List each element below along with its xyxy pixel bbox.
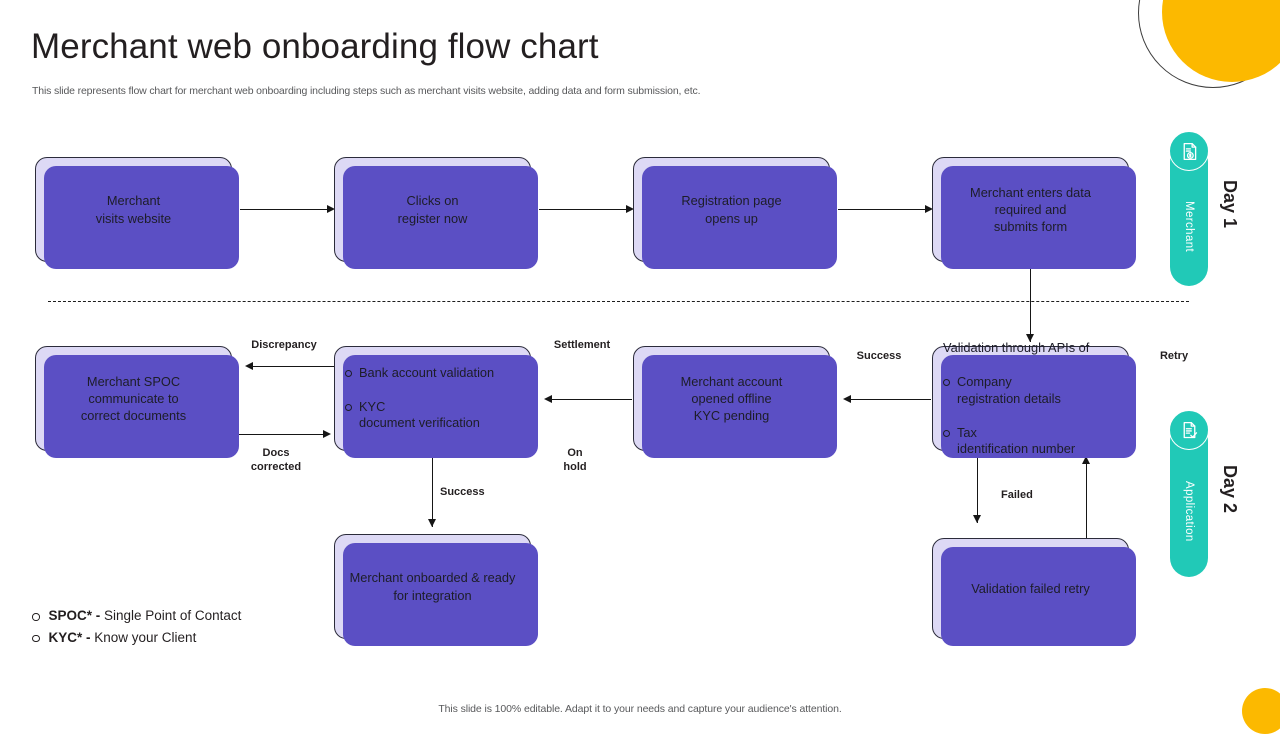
arrowhead-up xyxy=(1082,456,1090,464)
connector-success-down xyxy=(432,451,434,527)
connector-settlement xyxy=(552,399,632,401)
node-merchant-onboarded[interactable]: Merchant onboarded & ready for integrati… xyxy=(334,534,538,646)
bullet-item: Tax identification number xyxy=(943,425,1118,459)
edge-label-success-left: Success xyxy=(856,350,902,362)
legend-item-spoc: SPOC* - Single Point of Contact xyxy=(32,605,241,627)
node-label: Merchant enters data required and submit… xyxy=(970,184,1091,234)
footer-note: This slide is 100% editable. Adapt it to… xyxy=(438,703,842,715)
bullet-marker xyxy=(943,378,950,386)
edge-label-docs-corrected: Docs corrected xyxy=(250,447,302,473)
node-bank-account-kyc-validation[interactable]: Bank account validation KYC document ver… xyxy=(334,346,538,458)
connector-enters-data-to-validation xyxy=(1030,262,1032,342)
document-check-icon-glyph xyxy=(1183,421,1197,438)
bullet-text: KYC document verification xyxy=(359,398,480,431)
lane-application: Application xyxy=(1169,410,1209,577)
arrowhead-down xyxy=(973,515,981,523)
arrowhead-right xyxy=(327,205,335,213)
node-label: Merchant account opened offline KYC pend… xyxy=(680,373,783,423)
bullet-text: Tax identification number xyxy=(957,424,1076,457)
connector-clicks-to-registration xyxy=(539,209,627,211)
bullet-text: Company registration details xyxy=(957,373,1061,406)
node-label: Registration page opens up xyxy=(681,193,782,226)
day-label-2: Day 2 xyxy=(1220,465,1240,514)
node-label: Merchant visits website xyxy=(95,193,172,226)
legend-dash: - xyxy=(92,608,105,623)
node-label: Merchant SPOC communicate to correct doc… xyxy=(80,373,187,423)
node-clicks-on-register-now[interactable]: Clicks on register now xyxy=(334,157,538,269)
node-label: Bank account validation KYC document ver… xyxy=(335,348,530,450)
connector-discrepancy xyxy=(253,366,335,368)
page-title: Merchant web onboarding flow chart xyxy=(31,27,599,66)
node-validation-through-apis[interactable]: Validation through APIs of Company regis… xyxy=(932,340,1136,458)
bullet-marker xyxy=(32,634,40,643)
edge-label-on-hold: On hold xyxy=(563,447,587,473)
invoice-dollar-icon-glyph xyxy=(1183,142,1196,160)
node-registration-page-opens[interactable]: Registration page opens up xyxy=(633,157,837,269)
node-validation-failed-retry[interactable]: Validation failed retry xyxy=(932,538,1136,646)
arrowhead-right xyxy=(323,430,331,438)
bullet-item: KYC document verification xyxy=(345,399,520,433)
bullet-marker xyxy=(32,613,40,621)
connector-success-left xyxy=(851,399,931,401)
connector-registration-to-enters-data xyxy=(838,209,926,211)
node-label: Clicks on register now xyxy=(397,193,468,226)
connector-visits-to-clicks xyxy=(240,209,328,211)
arrowhead-down xyxy=(1026,334,1034,342)
legend-definition: Know your Client xyxy=(94,629,197,645)
lane-merchant: Merchant xyxy=(1169,131,1209,286)
legend-text: SPOC* - Single Point of Contact xyxy=(49,605,242,627)
edge-label-retry: Retry xyxy=(1159,350,1189,362)
edge-label-failed: Failed xyxy=(1001,489,1033,501)
connector-retry-up xyxy=(1086,462,1088,540)
legend: SPOC* - Single Point of Contact KYC* - K… xyxy=(32,605,241,649)
edge-label-success-down: Success xyxy=(440,486,485,498)
node-merchant-spoc-communicate[interactable]: Merchant SPOC communicate to correct doc… xyxy=(35,346,239,458)
arrowhead-right xyxy=(925,205,933,213)
legend-term: KYC* xyxy=(48,629,83,645)
bullet-marker xyxy=(345,369,352,377)
connector-docs-corrected xyxy=(234,434,324,436)
edge-label-discrepancy: Discrepancy xyxy=(251,339,317,351)
bullet-text: Bank account validation xyxy=(359,364,495,380)
lane-label-wrap: Merchant xyxy=(1170,177,1208,276)
legend-dash: - xyxy=(82,629,95,645)
lane-label-merchant: Merchant xyxy=(1183,200,1195,253)
arrowhead-left xyxy=(544,395,552,403)
arrowhead-left xyxy=(843,395,851,403)
document-check-icon xyxy=(1169,410,1209,450)
node-label: Validation failed retry xyxy=(971,580,1090,596)
node-label: Merchant onboarded & ready for integrati… xyxy=(349,570,516,603)
bullet-item: Bank account validation xyxy=(345,365,520,382)
lane-label-wrap: Application xyxy=(1170,456,1208,567)
legend-text: KYC* - Know your Client xyxy=(49,627,197,649)
bullet-item: Company registration details xyxy=(943,374,1118,408)
arrowhead-left xyxy=(245,362,253,370)
day-divider xyxy=(48,301,1189,302)
arrowhead-down xyxy=(428,519,436,527)
bullet-marker xyxy=(943,429,950,437)
bullet-marker xyxy=(345,403,352,411)
legend-term: SPOC* xyxy=(48,608,93,623)
node-label: Validation through APIs of Company regis… xyxy=(933,322,1128,476)
legend-definition: Single Point of Contact xyxy=(104,608,242,623)
arrowhead-right xyxy=(626,205,634,213)
node-merchant-enters-data[interactable]: Merchant enters data required and submit… xyxy=(932,157,1136,269)
node-merchant-account-offline[interactable]: Merchant account opened offline KYC pend… xyxy=(633,346,837,458)
node-lead-text: Validation through APIs of xyxy=(943,339,1090,355)
edge-label-settlement: Settlement xyxy=(553,339,611,351)
node-merchant-visits-website[interactable]: Merchant visits website xyxy=(35,157,239,269)
page-subtitle: This slide represents flow chart for mer… xyxy=(32,85,701,97)
lane-label-application: Application xyxy=(1183,481,1195,542)
connector-failed-down xyxy=(977,451,979,523)
legend-item-kyc: KYC* - Know your Client xyxy=(32,627,241,649)
day-label-1: Day 1 xyxy=(1220,180,1240,229)
invoice-dollar-icon xyxy=(1169,131,1209,171)
